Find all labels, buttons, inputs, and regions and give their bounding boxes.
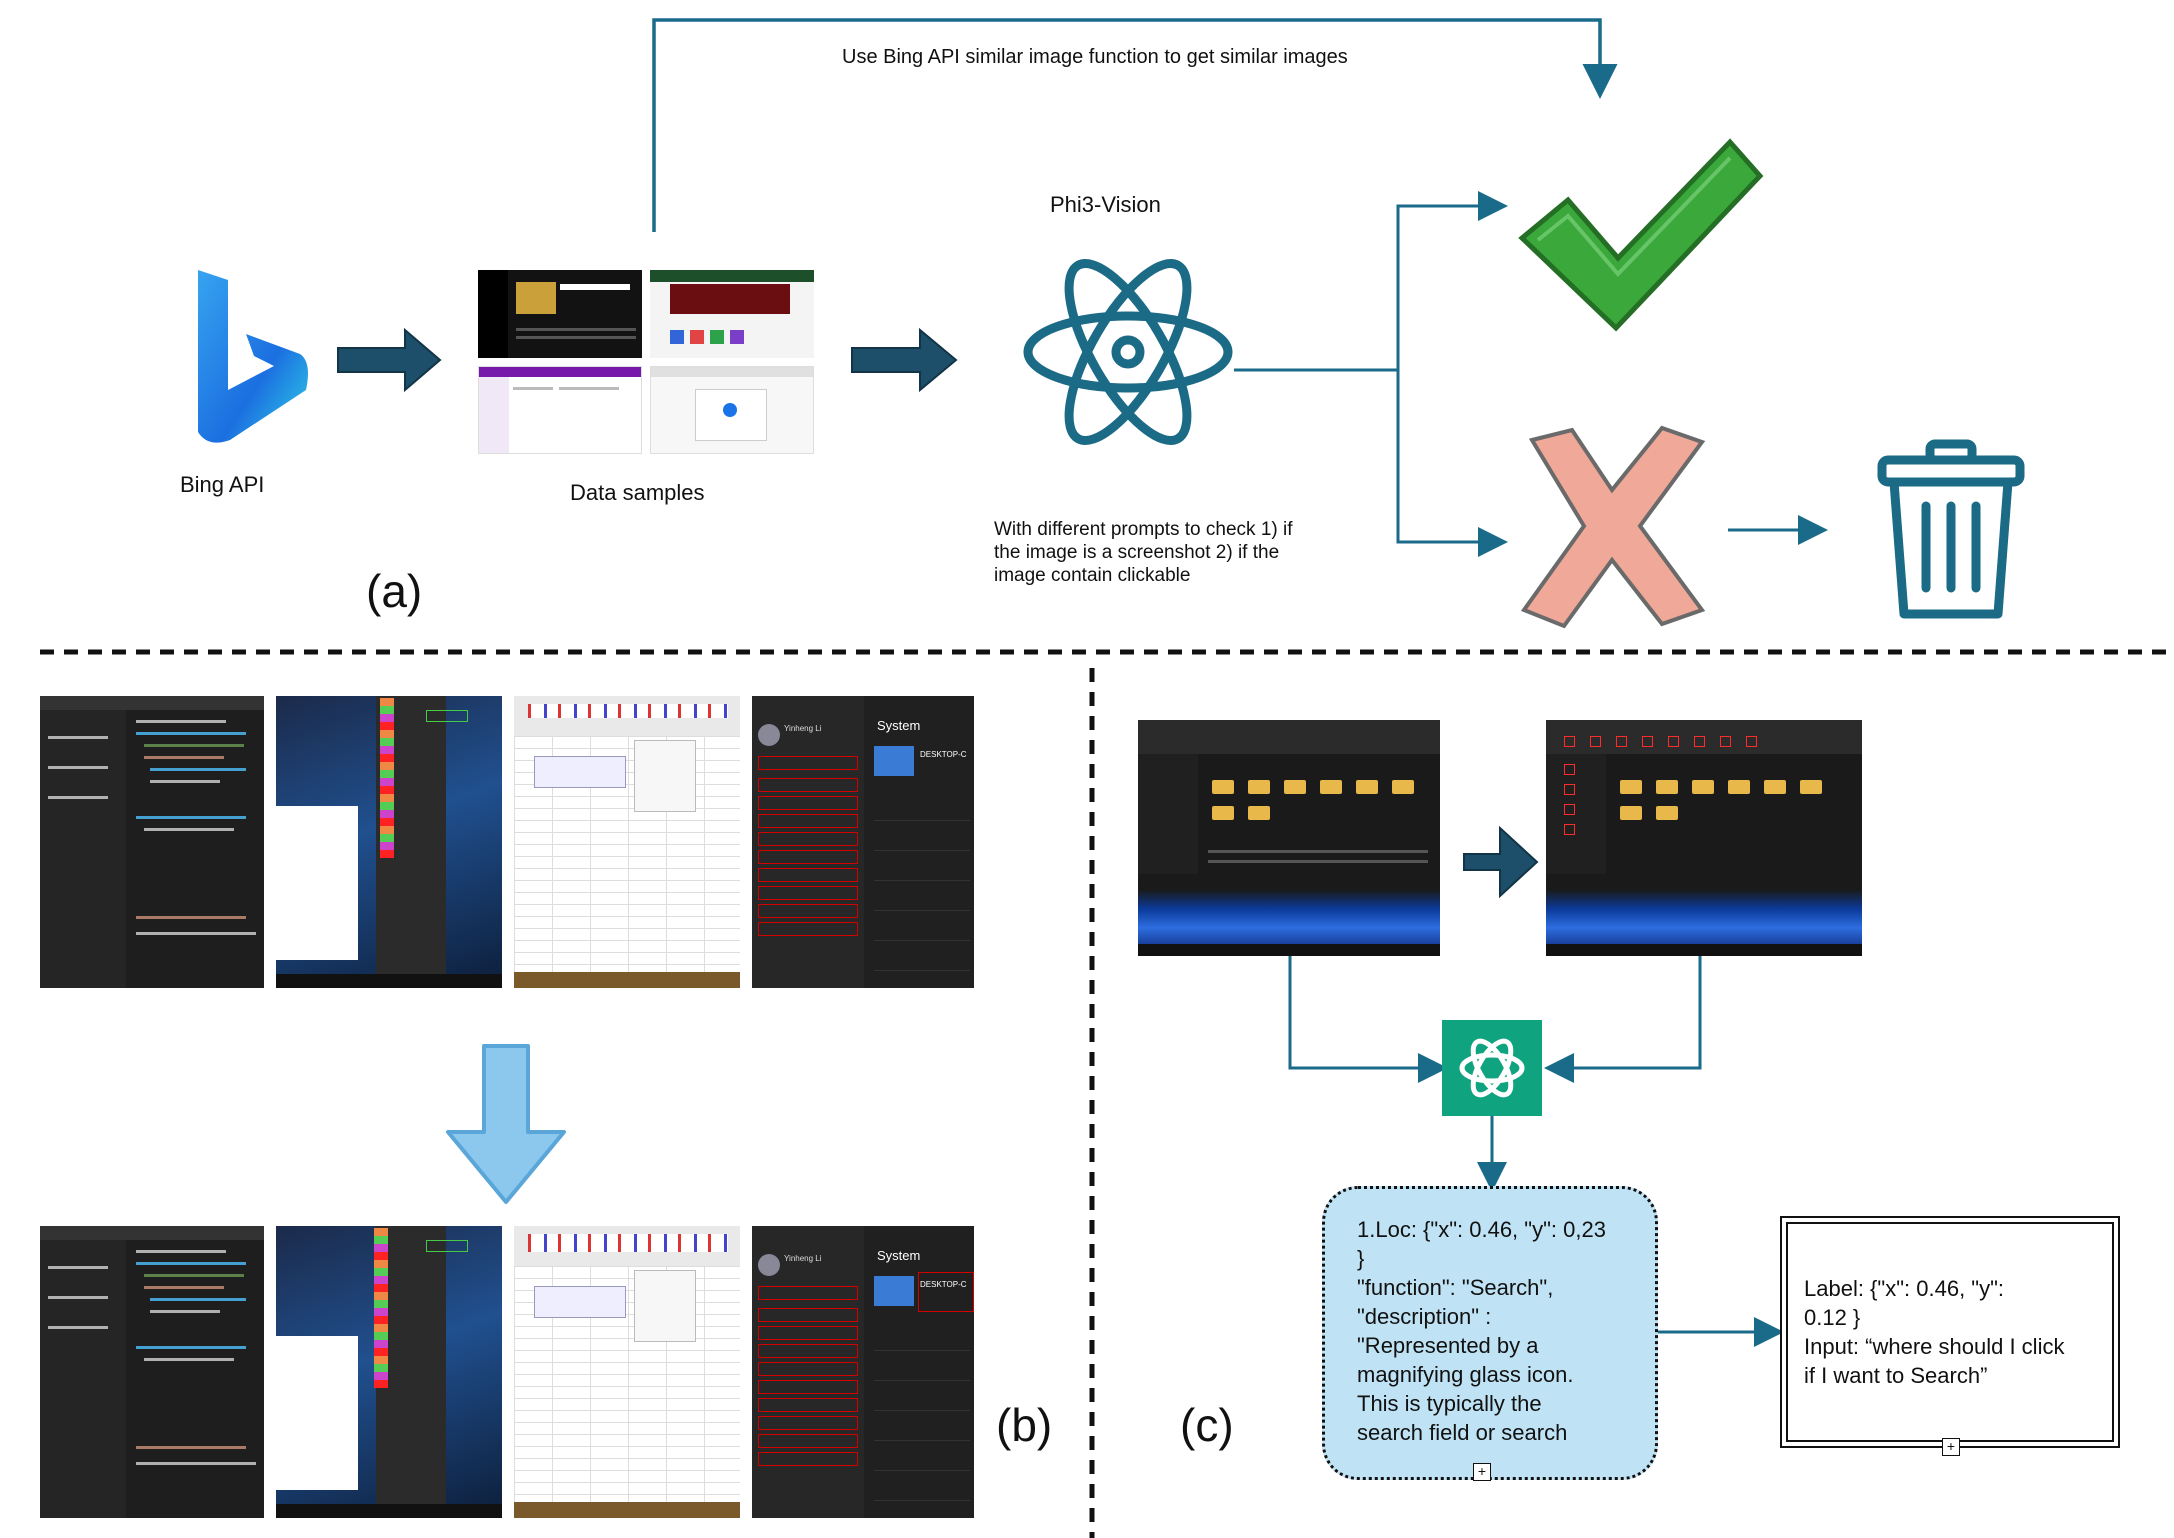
gpt-output-line-6: magnifying glass icon. — [1357, 1362, 1574, 1387]
settings-user-2: Yinheng Li — [784, 1254, 822, 1263]
panel-b-top-settings-screenshot: System Yinheng Li DESKTOP-C — [752, 696, 974, 988]
gpt-output-line-7: This is typically the — [1357, 1391, 1542, 1416]
branch-to-cross — [1396, 370, 1508, 557]
gpt-output-line-1: 1.Loc: {"x": 0.46, "y": 0,23 — [1357, 1217, 1606, 1242]
openai-logo-icon — [1442, 1020, 1542, 1116]
block-arrow-samples-to-model — [851, 327, 958, 393]
gpt-output-line-3: "function": "Search", — [1357, 1275, 1554, 1300]
sample-screenshot-onenote — [478, 366, 642, 454]
cross-icon — [1520, 425, 1706, 629]
annotated-to-gpt-line — [1544, 956, 1702, 1083]
label-box-line-1: Label: {"x": 0.46, "y": — [1804, 1276, 2005, 1301]
gpt-output-line-5: "Represented by a — [1357, 1333, 1539, 1358]
label-box: Label: {"x": 0.46, "y": 0.12 } Input: “w… — [1780, 1216, 2120, 1456]
loop-label: Use Bing API similar image function to g… — [842, 46, 1348, 68]
original-to-gpt-line — [1288, 956, 1448, 1083]
gpt-output-line-8: search field or search — [1357, 1420, 1568, 1445]
panel-b-top-excel-screenshot — [514, 696, 740, 988]
checkmark-icon — [1518, 138, 1764, 332]
panel-c-label: (c) — [1180, 1399, 1234, 1451]
prompt-note-line-1: With different prompts to check 1) if — [994, 519, 1293, 540]
settings-device-2: DESKTOP-C — [920, 1280, 967, 1289]
prompt-note-line-3: image contain clickable — [994, 565, 1191, 586]
expand-handle-icon-2[interactable]: + — [1942, 1438, 1960, 1456]
panel-b-top-code-screenshot — [40, 696, 264, 988]
panel-b-top-start-menu-screenshot — [276, 696, 502, 988]
block-arrow-bing-to-samples — [337, 327, 442, 393]
model-label: Phi3-Vision — [1050, 192, 1161, 217]
sample-screenshot-dialog — [650, 366, 814, 454]
expand-handle-icon[interactable]: + — [1473, 1463, 1491, 1481]
gpt-output-line-4: "description" : — [1357, 1304, 1492, 1329]
explorer-annotated-screenshot — [1546, 720, 1862, 956]
settings-title-2: System — [877, 1248, 921, 1263]
gpt-output-bubble: 1.Loc: {"x": 0.46, "y": 0,23 } "function… — [1322, 1186, 1658, 1481]
label-box-text: Label: {"x": 0.46, "y": 0.12 } Input: “w… — [1804, 1274, 2064, 1390]
sample-screenshot-browser — [650, 270, 814, 358]
trash-can-icon — [1877, 439, 2025, 619]
settings-device: DESKTOP-C — [920, 750, 967, 759]
panel-b-label: (b) — [996, 1399, 1053, 1451]
prompt-note-line-2: the image is a screenshot 2) if the — [994, 542, 1280, 563]
panel-a-label: (a) — [366, 565, 423, 617]
label-box-line-4: if I want to Search” — [1804, 1363, 1988, 1388]
down-arrow-icon — [446, 1044, 566, 1204]
block-arrow-original-to-annotated — [1463, 825, 1539, 899]
bing-api-label: Bing API — [180, 472, 265, 497]
gpt-output-text: 1.Loc: {"x": 0.46, "y": 0,23 } "function… — [1357, 1215, 1606, 1447]
data-samples-label: Data samples — [570, 480, 705, 505]
atom-icon — [1023, 259, 1233, 445]
gpt-output-line-2: } — [1357, 1246, 1365, 1271]
label-box-line-2: 0.12 } — [1804, 1305, 1861, 1330]
prompt-note: With different prompts to check 1) if th… — [994, 518, 1293, 587]
bing-logo-icon — [198, 270, 308, 443]
panel-b-bottom-code-screenshot — [40, 1226, 264, 1518]
branch-to-check — [1396, 191, 1508, 370]
panel-b-bottom-excel-screenshot — [514, 1226, 740, 1518]
explorer-original-screenshot — [1138, 720, 1440, 956]
sample-screenshot-music — [478, 270, 642, 358]
panel-b-bottom-start-menu-screenshot — [276, 1226, 502, 1518]
similar-image-loop-line — [652, 18, 1618, 232]
settings-title: System — [877, 718, 921, 733]
settings-user: Yinheng Li — [784, 724, 822, 733]
label-box-line-3: Input: “where should I click — [1804, 1334, 2065, 1359]
panel-b-bottom-settings-screenshot: System Yinheng Li DESKTOP-C — [752, 1226, 974, 1518]
